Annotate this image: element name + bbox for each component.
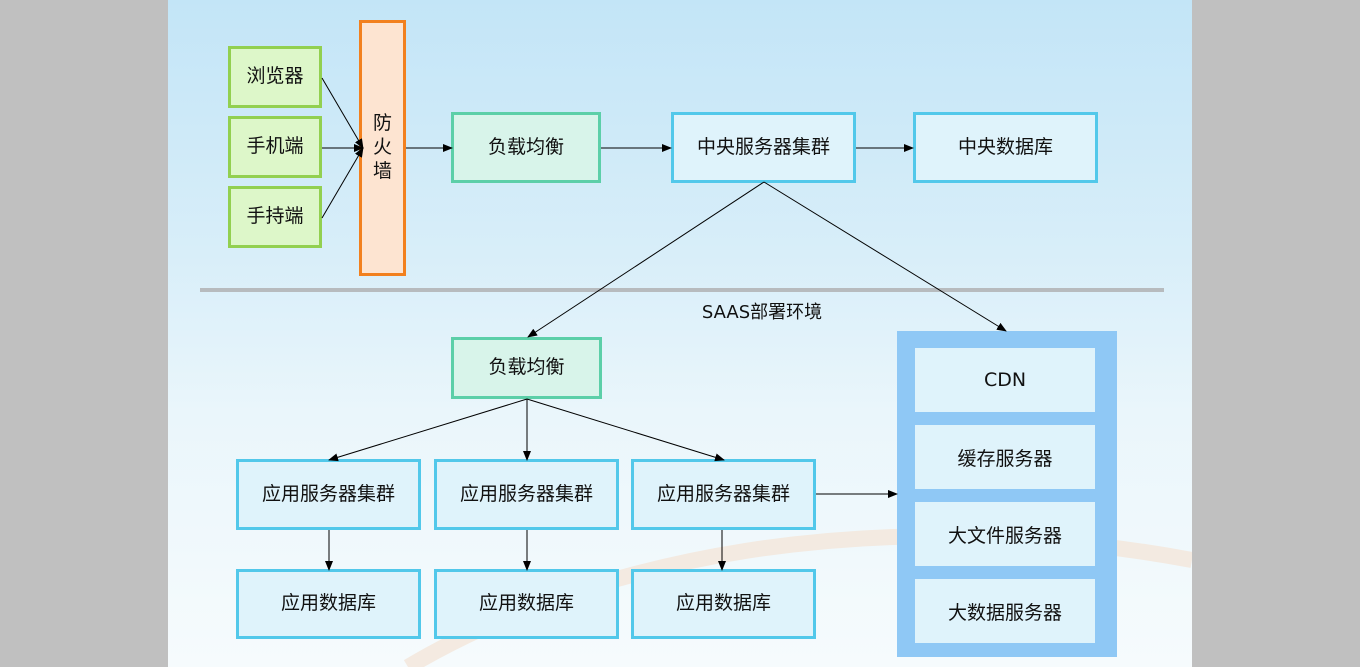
app-server-cluster-3-label: 应用服务器集群 [656, 482, 790, 505]
app-database-3-label: 应用数据库 [675, 592, 771, 615]
cache-server: 缓存服务器 [915, 425, 1095, 489]
saas-environment-label: SAAS部署环境 [701, 302, 823, 323]
firewall-char-2: 火 [372, 136, 392, 159]
firewall-char-3: 墙 [372, 159, 392, 182]
cdn-node: CDN [915, 348, 1095, 412]
top-load-balancer-label: 负载均衡 [487, 135, 564, 158]
client-mobile-label: 手机端 [246, 135, 304, 158]
client-handheld: 手持端 [228, 186, 322, 248]
app-server-cluster-2-label: 应用服务器集群 [459, 482, 593, 505]
app-server-cluster-3: 应用服务器集群 [631, 459, 816, 530]
saas-load-balancer-label: 负载均衡 [488, 356, 565, 379]
app-database-3: 应用数据库 [631, 569, 816, 639]
client-browser-label: 浏览器 [246, 65, 304, 88]
central-server-cluster-label: 中央服务器集群 [696, 135, 830, 158]
firewall-char-1: 防 [372, 112, 392, 135]
client-handheld-label: 手持端 [246, 205, 304, 228]
app-database-1-label: 应用数据库 [280, 592, 376, 615]
app-server-cluster-2: 应用服务器集群 [434, 459, 619, 530]
central-database: 中央数据库 [913, 112, 1098, 183]
app-database-1: 应用数据库 [236, 569, 421, 639]
app-server-cluster-1: 应用服务器集群 [236, 459, 421, 530]
large-file-server-label: 大文件服务器 [947, 524, 1062, 547]
app-database-2: 应用数据库 [434, 569, 619, 639]
big-data-server: 大数据服务器 [915, 579, 1095, 643]
central-server-cluster: 中央服务器集群 [671, 112, 856, 183]
large-file-server: 大文件服务器 [915, 502, 1095, 566]
top-load-balancer: 负载均衡 [451, 112, 601, 183]
central-database-label: 中央数据库 [957, 135, 1053, 158]
environment-divider [200, 288, 1164, 292]
client-browser: 浏览器 [228, 46, 322, 108]
cache-server-label: 缓存服务器 [957, 447, 1053, 470]
firewall-box: 防 火 墙 [359, 20, 406, 276]
shared-services-group: CDN 缓存服务器 大文件服务器 大数据服务器 [897, 331, 1117, 657]
saas-load-balancer: 负载均衡 [451, 337, 602, 399]
diagram-canvas: 浏览器 手机端 手持端 防 火 墙 负载均衡 中央服务器集群 中央数据库 SAA… [168, 0, 1192, 667]
app-database-2-label: 应用数据库 [478, 592, 574, 615]
big-data-server-label: 大数据服务器 [947, 601, 1062, 624]
cdn-node-label: CDN [983, 369, 1027, 391]
client-mobile: 手机端 [228, 116, 322, 178]
app-server-cluster-1-label: 应用服务器集群 [261, 482, 395, 505]
